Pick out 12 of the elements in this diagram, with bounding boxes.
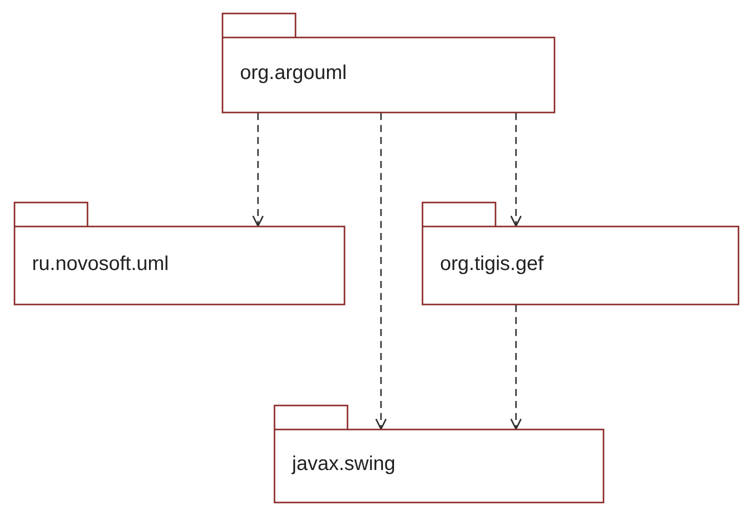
package-name: javax.swing <box>292 453 396 476</box>
dependency-arrow <box>375 113 387 430</box>
package-shape <box>14 202 345 305</box>
package-shape <box>274 405 604 503</box>
dependency-arrow <box>510 305 522 430</box>
package-name: org.tigis.gef <box>440 252 544 276</box>
dependency-arrow <box>510 113 522 227</box>
package-name: ru.novosoft.uml <box>32 252 169 276</box>
package-shape <box>422 202 739 305</box>
package-name: org.argouml <box>240 62 347 85</box>
package-shape <box>222 13 555 113</box>
dependency-arrow <box>252 113 264 227</box>
